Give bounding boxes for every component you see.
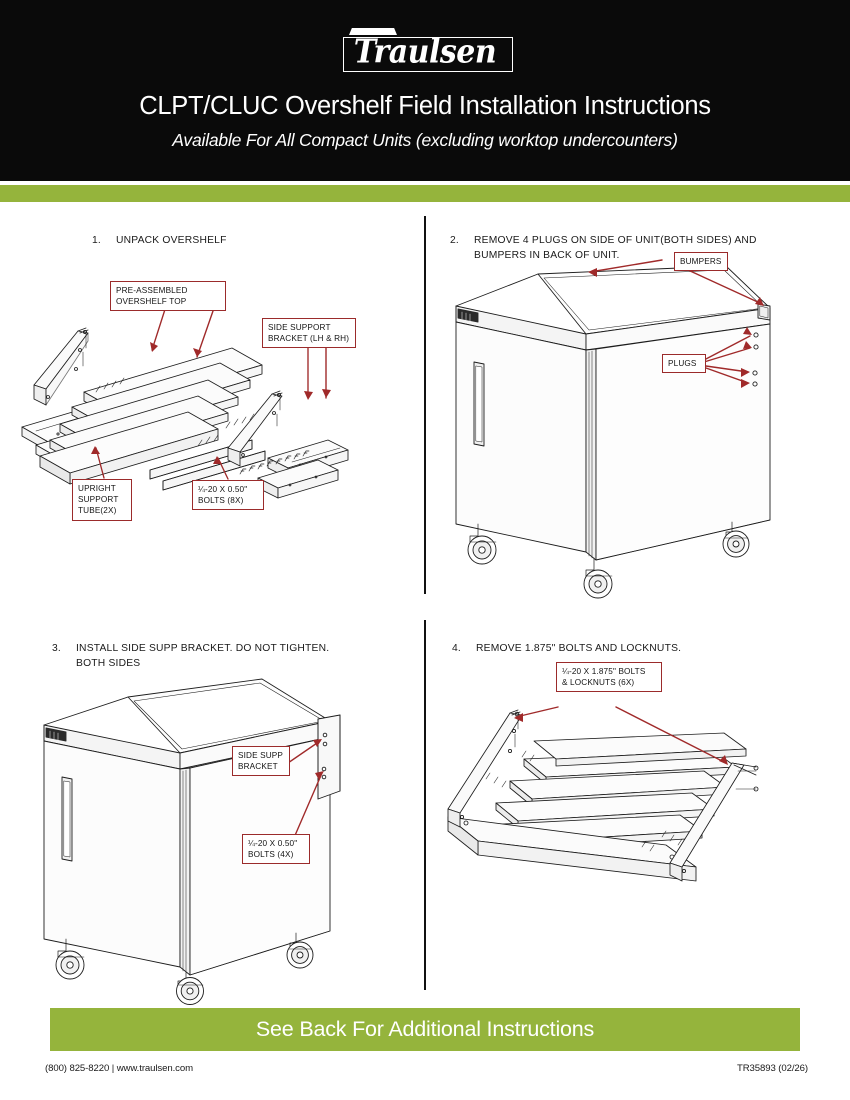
logo-wordmark: Traulsen (353, 33, 497, 72)
step-4-text: REMOVE 1.875" BOLTS AND LOCKNUTS. (476, 643, 682, 654)
step-4-diagram (447, 706, 759, 882)
step-1-heading: 1. UNPACK OVERSHELF (92, 234, 227, 249)
callout-bolts-locknuts-6x: ¼-20 X 1.875" BOLTS & LOCKNUTS (6X) (556, 662, 662, 693)
step-1-diagram (21, 310, 349, 499)
step-panel-2: 2. REMOVE 4 PLUGS ON SIDE OF UNIT(BOTH S… (426, 202, 850, 606)
callout-side-supp-bracket: SIDE SUPP BRACKET (232, 746, 290, 777)
page-footer: (800) 825-8220 | www.traulsen.com TR3589… (0, 1063, 850, 1089)
see-back-banner-label: See Back For Additional Instructions (255, 1017, 595, 1041)
step-4-number: 4. (452, 643, 461, 654)
see-back-banner: See Back For Additional Instructions (50, 1008, 800, 1051)
callout-bolts-4x: ¼-20 X 0.50" BOLTS (4X) (242, 834, 310, 865)
step-3-number: 3. (52, 643, 61, 654)
step-panel-4: 4. REMOVE 1.875" BOLTS AND LOCKNUTS. (426, 606, 850, 1000)
footer-contact: (800) 825-8220 | www.traulsen.com (45, 1063, 193, 1074)
step-panel-1: 1. UNPACK OVERSHELF (0, 202, 424, 606)
step-1-text: UNPACK OVERSHELF (116, 235, 227, 246)
page-subtitle: Available For All Compact Units (excludi… (172, 130, 678, 150)
logo-t-crossbar-icon (349, 28, 397, 35)
page-header: Traulsen CLPT/CLUC Overshelf Field Insta… (0, 0, 850, 181)
logo-border-box (343, 37, 513, 72)
step-3-text: INSTALL SIDE SUPP BRACKET. DO NOT TIGHTE… (76, 643, 330, 669)
header-accent-bar (0, 185, 850, 202)
step-1-number: 1. (92, 235, 101, 246)
step-2-heading: 2. REMOVE 4 PLUGS ON SIDE OF UNIT(BOTH S… (450, 234, 757, 263)
callout-plugs: PLUGS (662, 354, 706, 373)
step-3-diagram (43, 678, 341, 1005)
callout-bumpers: BUMPERS (674, 252, 728, 271)
footer-part-number: TR35893 (02/26) (736, 1063, 808, 1074)
step-4-heading: 4. REMOVE 1.875" BOLTS AND LOCKNUTS. (452, 642, 681, 657)
step-2-text: REMOVE 4 PLUGS ON SIDE OF UNIT(BOTH SIDE… (474, 235, 757, 261)
callout-side-support-bracket: SIDE SUPPORT BRACKET (LH & RH) (262, 318, 356, 349)
instruction-panels: 1. UNPACK OVERSHELF (0, 202, 850, 1005)
traulsen-logo: Traulsen (337, 26, 513, 72)
callout-pre-assembled-overshelf-top: PRE-ASSEMBLED OVERSHELF TOP (110, 281, 226, 312)
page-title: CLPT/CLUC Overshelf Field Installation I… (139, 92, 711, 120)
step-2-diagram (455, 259, 771, 599)
panel-divider-bottom (424, 620, 426, 990)
step-3-heading: 3. INSTALL SIDE SUPP BRACKET. DO NOT TIG… (52, 642, 329, 671)
step-2-number: 2. (450, 235, 459, 246)
callout-bolts-8x: ¼-20 X 0.50" BOLTS (8X) (192, 480, 264, 511)
panel-divider-top (424, 216, 426, 594)
step-panel-3: 3. INSTALL SIDE SUPP BRACKET. DO NOT TIG… (0, 606, 424, 1005)
callout-upright-support-tube: UPRIGHT SUPPORT TUBE(2X) (72, 479, 132, 521)
